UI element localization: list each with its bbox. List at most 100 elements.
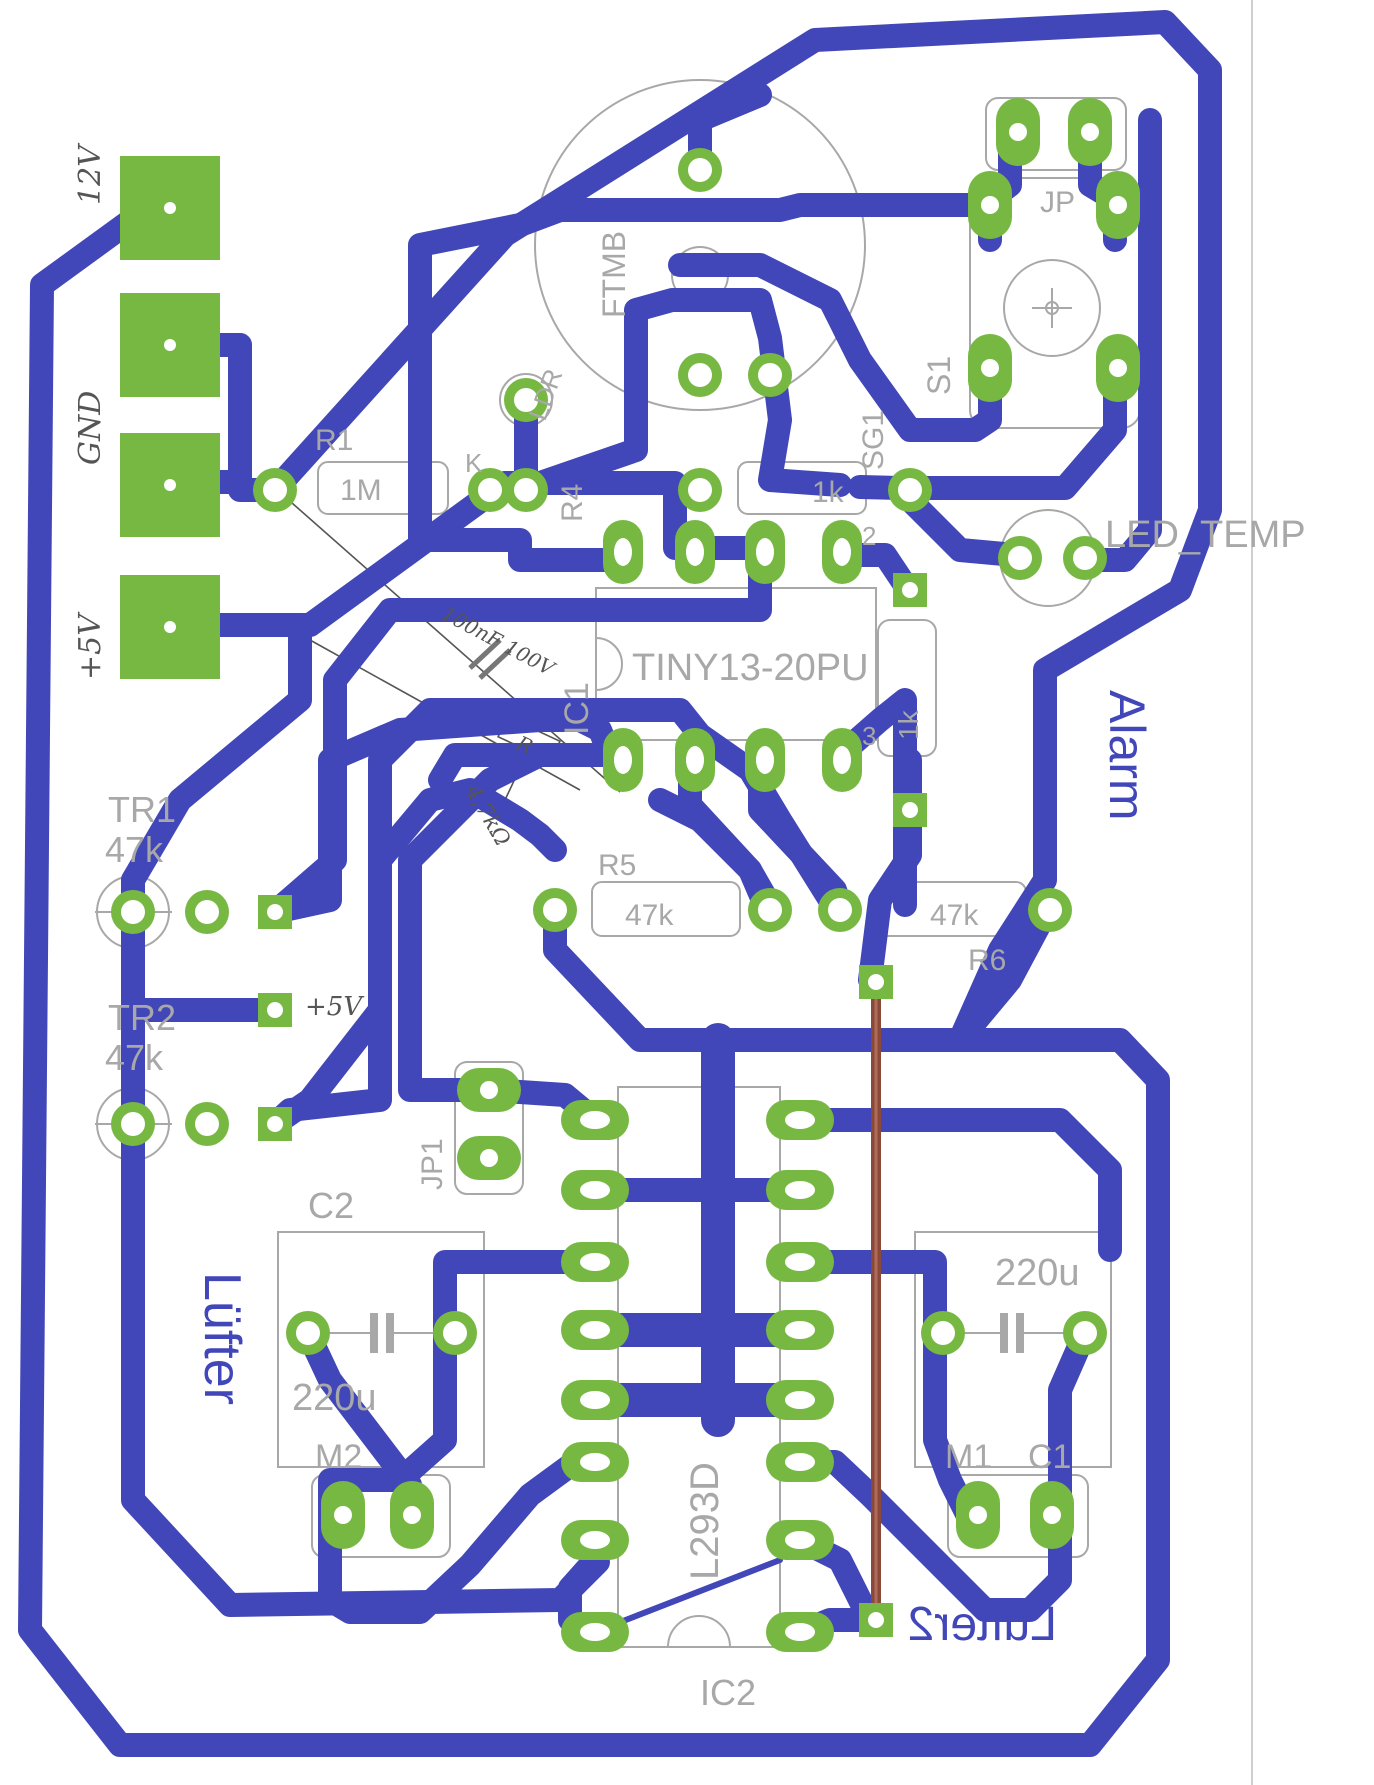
c2-pin-2 bbox=[433, 1311, 477, 1355]
label-c1-value: 220u bbox=[995, 1252, 1080, 1294]
r-vertical-pin-1 bbox=[893, 573, 927, 607]
label-buzzer: FTMB bbox=[596, 231, 632, 318]
label-ic1-ref: IC1 bbox=[558, 682, 596, 735]
label-r5-value: 47k bbox=[625, 899, 674, 932]
bridge-pin-top bbox=[859, 965, 893, 999]
ic1-pin-7 bbox=[675, 520, 715, 584]
ldr-pin bbox=[504, 378, 548, 422]
ic1-pin-1 bbox=[603, 728, 643, 792]
ic2-pin-10 bbox=[766, 1520, 834, 1560]
ic1-pin-2 bbox=[675, 728, 715, 792]
trace-led bbox=[888, 478, 1027, 567]
ic2-pin-7 bbox=[561, 1520, 629, 1560]
s1-actuator bbox=[1003, 259, 1101, 357]
label-sg1-value: 1k bbox=[812, 476, 845, 509]
m2-pin-2 bbox=[390, 1481, 434, 1549]
ic1-pin-3 bbox=[745, 728, 785, 792]
pad-hole-icon bbox=[164, 621, 176, 633]
ic1-outline bbox=[595, 587, 877, 741]
label-ic1-pin3: 3 bbox=[862, 721, 876, 751]
pad-12v bbox=[120, 156, 220, 260]
s1-pin-2 bbox=[1096, 171, 1140, 239]
ic2-pin-11 bbox=[766, 1442, 834, 1482]
r1-body bbox=[317, 461, 449, 515]
ic2-pin-16 bbox=[766, 1100, 834, 1140]
m1-pin-1 bbox=[956, 1481, 1000, 1549]
buzzer-pin-1 bbox=[678, 148, 722, 192]
hand-tr2-5v: +5V bbox=[305, 992, 364, 1022]
pads-layer bbox=[111, 98, 1140, 1652]
pad-5v bbox=[120, 575, 220, 679]
ic1-pin-6 bbox=[745, 520, 785, 584]
pad-gnd-2 bbox=[120, 433, 220, 537]
hand-12v: 12V bbox=[73, 142, 108, 205]
ic2-pin-9 bbox=[766, 1612, 834, 1652]
label-m2: M2 bbox=[315, 1438, 362, 1476]
label-s1: S1 bbox=[921, 356, 957, 395]
led-temp-pin-2 bbox=[1063, 536, 1107, 580]
label-ic1-value: TINY13-20PU bbox=[632, 647, 869, 689]
trace-buzzer bbox=[688, 83, 772, 172]
c1-outline bbox=[914, 1231, 1112, 1468]
r6-pin-1 bbox=[818, 888, 862, 932]
ic2-outline bbox=[617, 1086, 781, 1648]
ic2-pin-4 bbox=[561, 1310, 629, 1350]
label-ic2-value: L293D bbox=[683, 1462, 727, 1580]
pad-hole-icon bbox=[164, 339, 176, 351]
ic2-pin-6 bbox=[561, 1442, 629, 1482]
label-r6-value: 47k bbox=[930, 899, 979, 932]
ic2-pin-13 bbox=[766, 1310, 834, 1350]
buzzer-outline bbox=[534, 79, 866, 411]
jp-pin-2 bbox=[1068, 98, 1112, 166]
label-ic1-pin2: 2 bbox=[862, 521, 876, 551]
label-led-temp: LED_TEMP bbox=[1105, 514, 1306, 556]
hand-gnd: GND bbox=[73, 391, 108, 465]
label-c2-ref: C2 bbox=[308, 1185, 354, 1226]
buzzer-pin-plus bbox=[748, 353, 792, 397]
tr1-pin-2 bbox=[185, 890, 229, 934]
ic1-pin-5 bbox=[822, 520, 862, 584]
tr2-pin-2 bbox=[185, 1102, 229, 1146]
buzzer-pin-2 bbox=[678, 353, 722, 397]
silkscreen-text: R1 1M R4 K LDR FTMB SG1 1k LED_TEMP JP S… bbox=[105, 186, 1306, 1713]
label-ic2-ref: IC2 bbox=[700, 1672, 756, 1713]
ic2-pin-5 bbox=[561, 1380, 629, 1420]
hand-5v: +5V bbox=[73, 611, 108, 680]
label-jp: JP bbox=[1040, 186, 1075, 219]
label-tr1-ref: TR1 bbox=[108, 789, 176, 830]
c1-pin-2 bbox=[1063, 1311, 1107, 1355]
ic2-pin-15 bbox=[766, 1170, 834, 1210]
pad-hole-icon bbox=[164, 202, 176, 214]
label-jp1: JP1 bbox=[416, 1138, 449, 1190]
r1-pin-1 bbox=[253, 468, 297, 512]
c2-outline bbox=[277, 1231, 485, 1468]
jp1-outline bbox=[454, 1061, 524, 1195]
r6-pin-2 bbox=[1028, 888, 1072, 932]
c2-pin-1 bbox=[286, 1311, 330, 1355]
ic2-pin-3 bbox=[561, 1242, 629, 1282]
jp-pin-1 bbox=[996, 98, 1040, 166]
m2-pin-1 bbox=[321, 1481, 365, 1549]
label-c1-ref: C1 bbox=[1028, 1438, 1071, 1476]
r-vertical-pin-2 bbox=[893, 793, 927, 827]
r5-pin-2 bbox=[748, 888, 792, 932]
s1-pin-4 bbox=[1096, 334, 1140, 402]
label-tr2-value: 47k bbox=[105, 1037, 164, 1078]
jp1-pin-2 bbox=[457, 1136, 521, 1180]
c1-pin-1 bbox=[921, 1311, 965, 1355]
ic1-pin-8 bbox=[603, 520, 643, 584]
r5-body bbox=[591, 881, 741, 937]
label-m1: M1 bbox=[945, 1438, 992, 1476]
copper-text-luefter2: Lüfter2 bbox=[908, 1598, 1057, 1651]
sg1-pin-1 bbox=[678, 468, 722, 512]
label-r1-ref: R1 bbox=[315, 424, 353, 457]
tr2-pin-3 bbox=[258, 1107, 292, 1141]
s1-pin-3 bbox=[968, 334, 1012, 402]
label-sg1-ref: SG1 bbox=[857, 410, 890, 470]
sg1-pin-2 bbox=[888, 468, 932, 512]
s1-pin-1 bbox=[968, 171, 1012, 239]
tr1-pin-wiper bbox=[111, 890, 155, 934]
label-r1-value: 1M bbox=[340, 474, 382, 507]
label-tr2-ref: TR2 bbox=[108, 997, 176, 1038]
